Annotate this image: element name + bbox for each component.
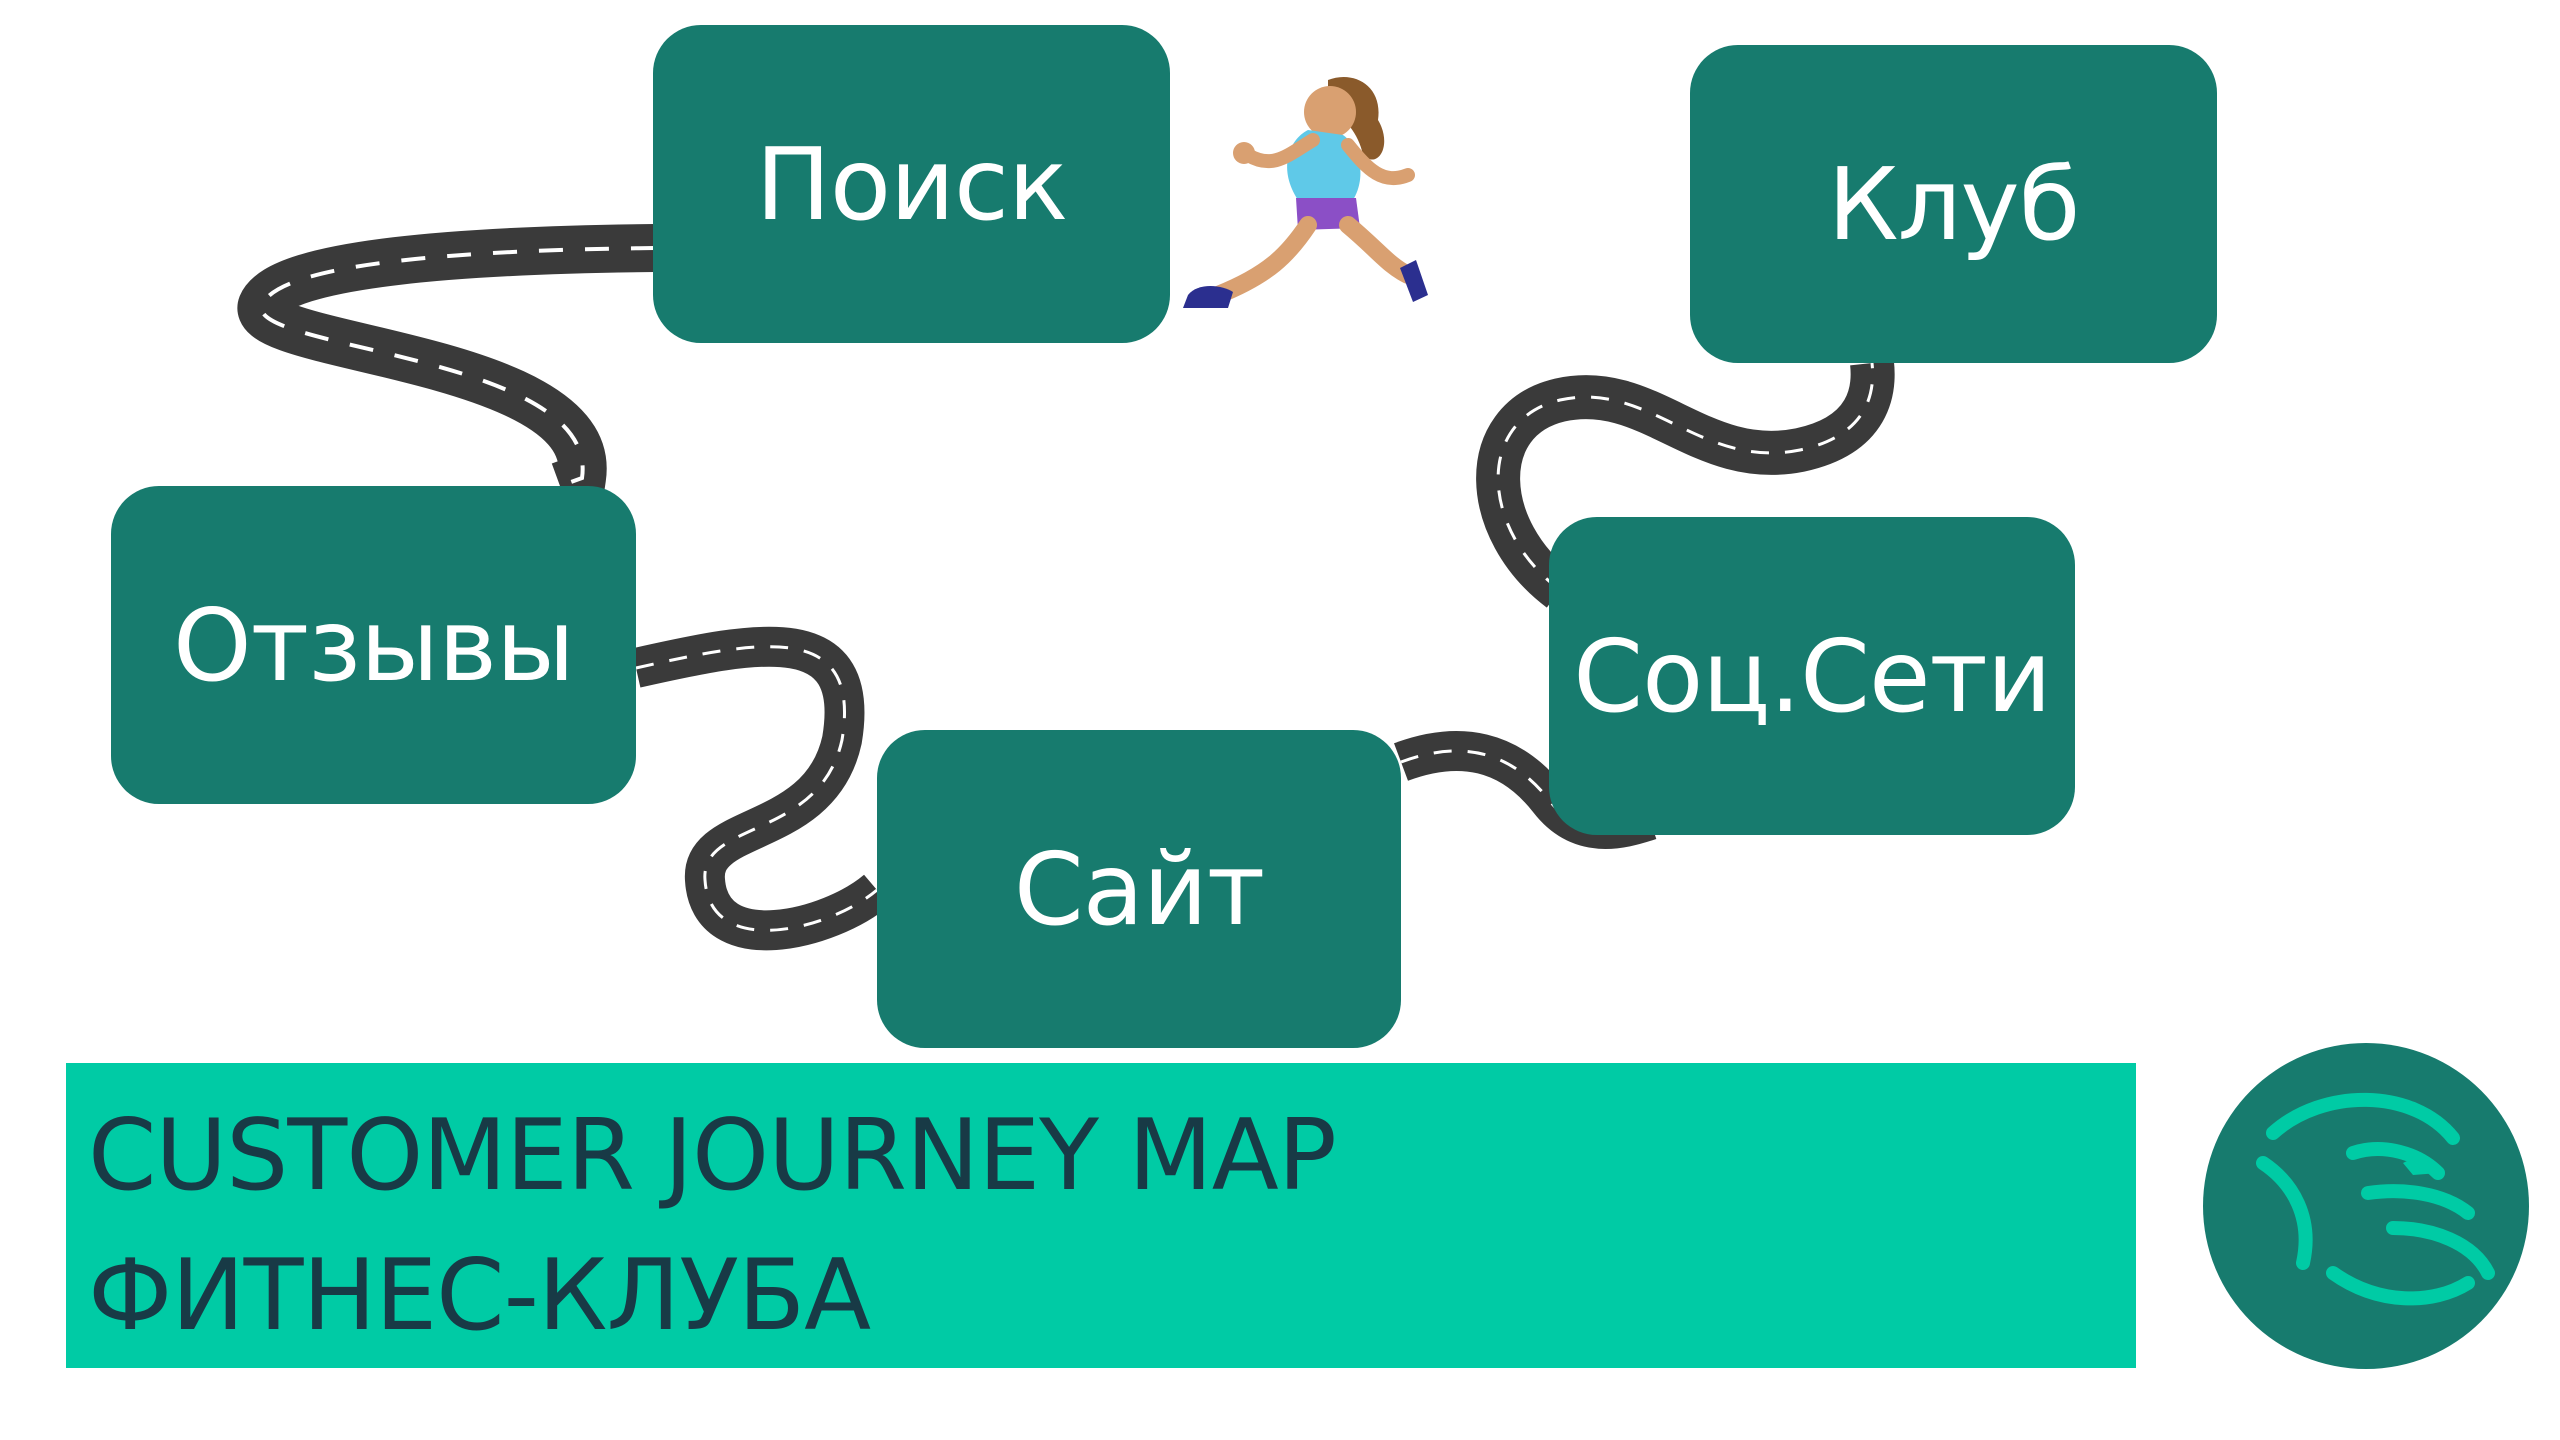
title-line-1: CUSTOMER JOURNEY MAP [88,1099,1337,1213]
road-social-to-club [1476,360,1895,608]
step-site: Сайт [877,730,1401,1048]
step-club: Клуб [1690,45,2217,363]
running-woman-icon [1183,76,1428,308]
step-search-label: Поиск [755,125,1069,243]
title-banner: CUSTOMER JOURNEY MAP ФИТНЕС-КЛУБА [66,1063,2136,1368]
title-line-2: ФИТНЕС-КЛУБА [88,1239,871,1353]
step-search: Поиск [653,25,1170,343]
step-site-label: Сайт [1013,830,1265,948]
step-reviews-label: Отзывы [173,586,575,704]
road-reviews-to-site [631,626,890,951]
step-social: Соц.Сети [1549,517,2075,835]
step-social-label: Соц.Сети [1573,617,2051,735]
step-club-label: Клуб [1827,145,2081,263]
step-reviews: Отзывы [111,486,636,804]
gorilla-logo-icon [2203,1043,2529,1369]
road-search-to-reviews [237,224,656,509]
